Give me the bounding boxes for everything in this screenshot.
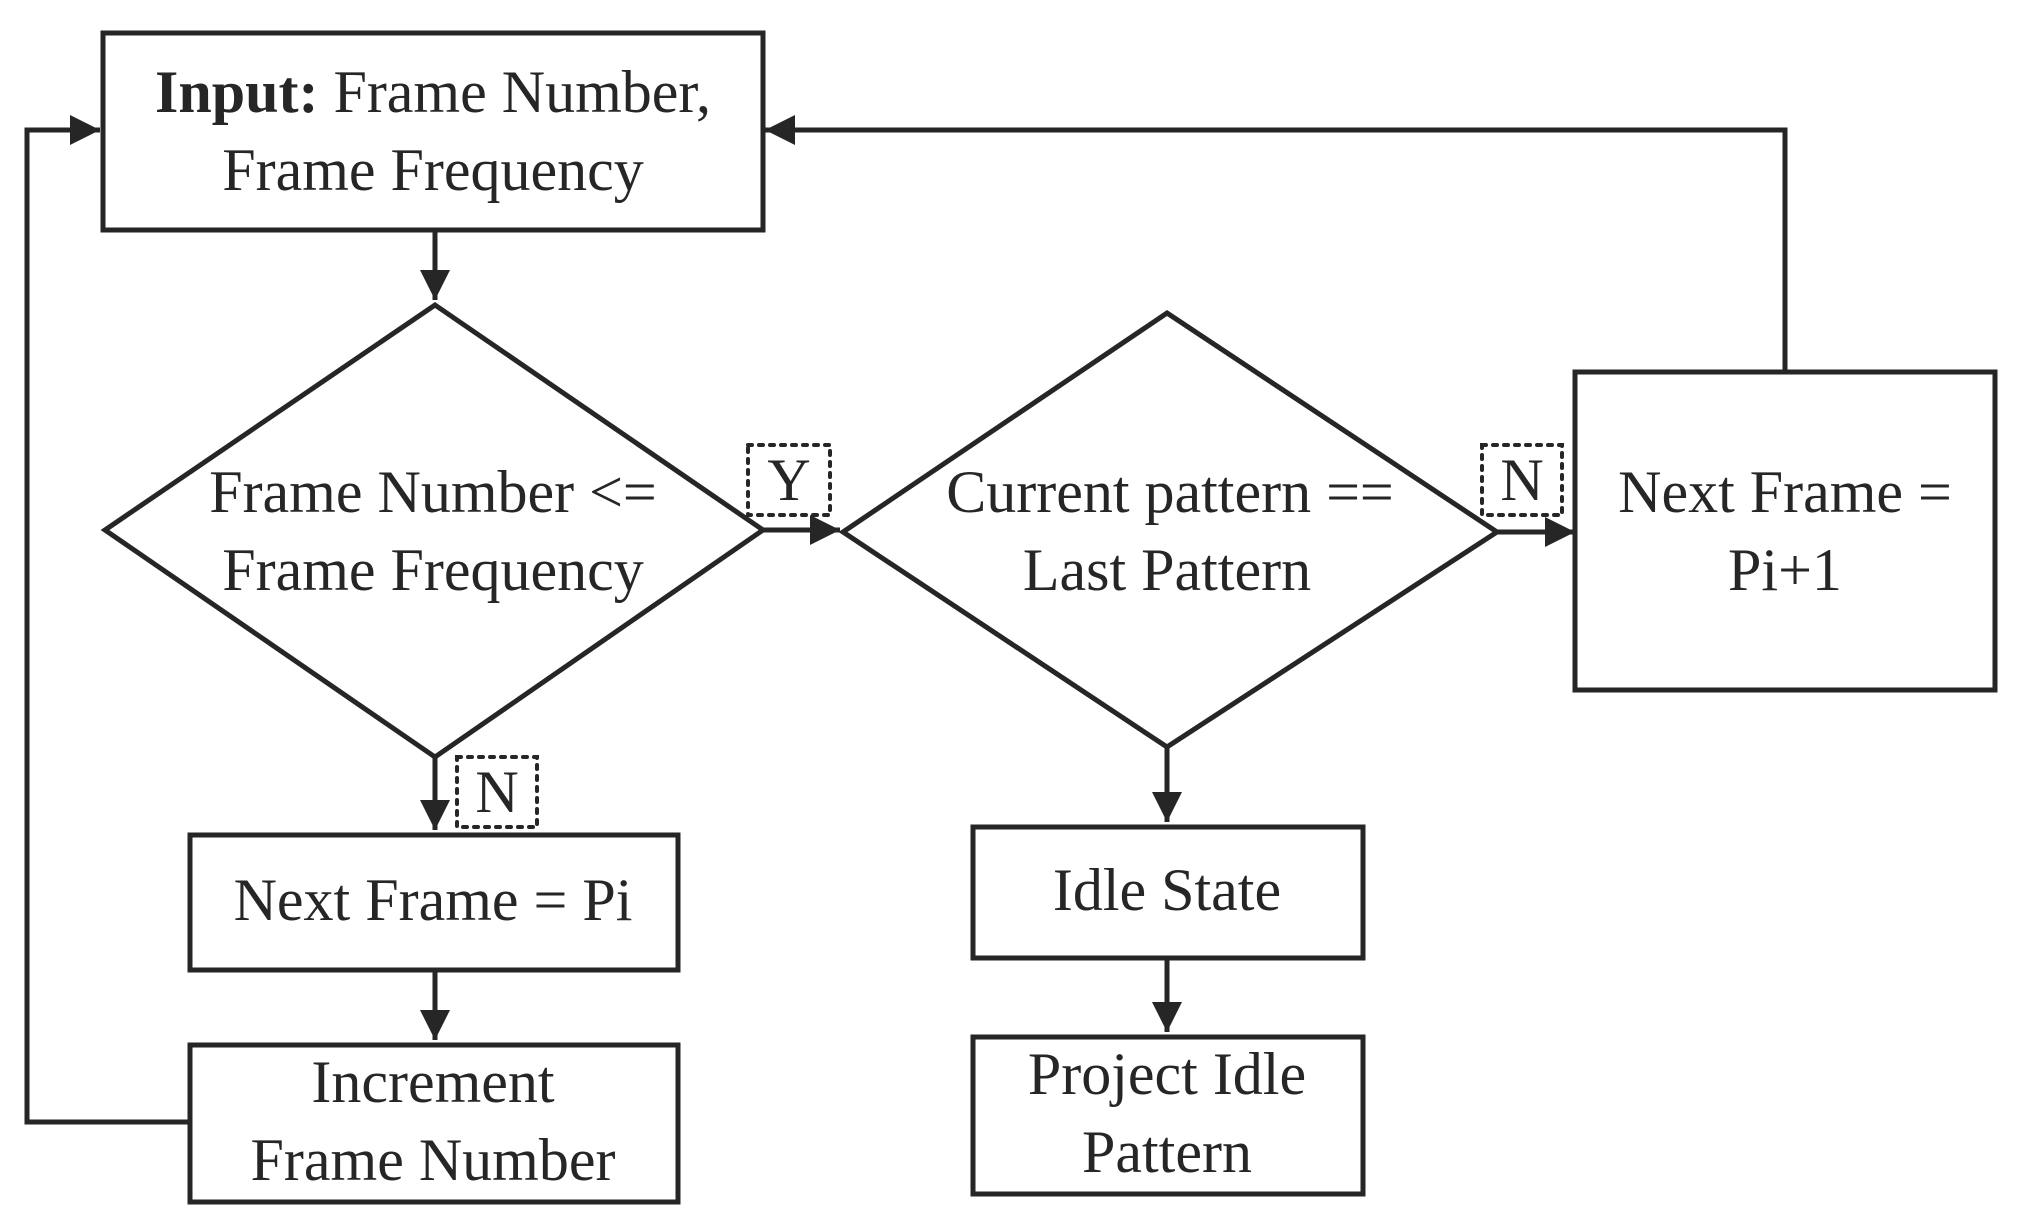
increment-box bbox=[187, 1042, 681, 1205]
input-label-line1: Input: Frame Number, bbox=[155, 59, 711, 125]
pattern-no-tag: N bbox=[1480, 443, 1564, 517]
pattern-no-tag-label: N bbox=[1500, 447, 1543, 513]
next-frame-pi-node: Next Frame = Pi bbox=[187, 832, 681, 973]
increment-node: Increment Frame Number bbox=[187, 1042, 681, 1205]
project-idle-line1: Project Idle bbox=[1028, 1041, 1306, 1107]
pattern-decision-line1: Current pattern == bbox=[946, 459, 1394, 525]
arrow-increment-loop-to-input bbox=[24, 115, 190, 1125]
arrow-next-frame-inc-loop-to-input bbox=[765, 115, 1788, 372]
frame-yes-tag-box bbox=[746, 443, 832, 517]
frame-decision-line1: Frame Number <= bbox=[209, 459, 657, 525]
next-frame-inc-line1: Next Frame = bbox=[1618, 459, 1952, 525]
next-frame-inc-box bbox=[1572, 369, 1998, 693]
input-label-line2: Frame Frequency bbox=[222, 137, 644, 203]
pattern-decision-node: Current pattern == Last Pattern bbox=[838, 309, 1502, 750]
connectors bbox=[24, 115, 1788, 1125]
input-box bbox=[100, 30, 766, 233]
next-frame-pi-box bbox=[187, 832, 681, 973]
increment-line1: Increment bbox=[311, 1049, 555, 1115]
frame-yes-tag-label: Y bbox=[767, 447, 810, 513]
increment-line2: Frame Number bbox=[251, 1127, 616, 1193]
idle-state-line1: Idle State bbox=[1053, 857, 1281, 923]
frame-yes-tag: Y bbox=[746, 443, 832, 517]
project-idle-box bbox=[970, 1034, 1366, 1197]
frame-no-tag-label: N bbox=[475, 759, 518, 825]
pattern-decision-line2: Last Pattern bbox=[1023, 537, 1311, 603]
frame-no-tag: N bbox=[455, 755, 539, 829]
frame-decision-line2: Frame Frequency bbox=[222, 537, 644, 603]
next-frame-inc-line2: Pi+1 bbox=[1728, 537, 1842, 603]
frame-decision-node: Frame Number <= Frame Frequency bbox=[100, 301, 768, 761]
frame-no-tag-box bbox=[455, 755, 539, 829]
next-frame-inc-node: Next Frame = Pi+1 bbox=[1572, 369, 1998, 693]
pattern-no-tag-box bbox=[1480, 443, 1564, 517]
project-idle-line2: Pattern bbox=[1082, 1119, 1252, 1185]
idle-state-node: Idle State bbox=[970, 824, 1366, 961]
next-frame-pi-line1: Next Frame = Pi bbox=[234, 867, 633, 933]
input-label-rest: Frame Number, bbox=[318, 59, 711, 125]
pattern-decision-diamond bbox=[838, 309, 1502, 750]
project-idle-node: Project Idle Pattern bbox=[970, 1034, 1366, 1197]
input-bold-prefix: Input: bbox=[155, 59, 318, 125]
frame-decision-diamond bbox=[100, 301, 768, 761]
idle-state-box bbox=[970, 824, 1366, 961]
input-node: Input: Frame Number, Frame Frequency bbox=[100, 30, 766, 233]
